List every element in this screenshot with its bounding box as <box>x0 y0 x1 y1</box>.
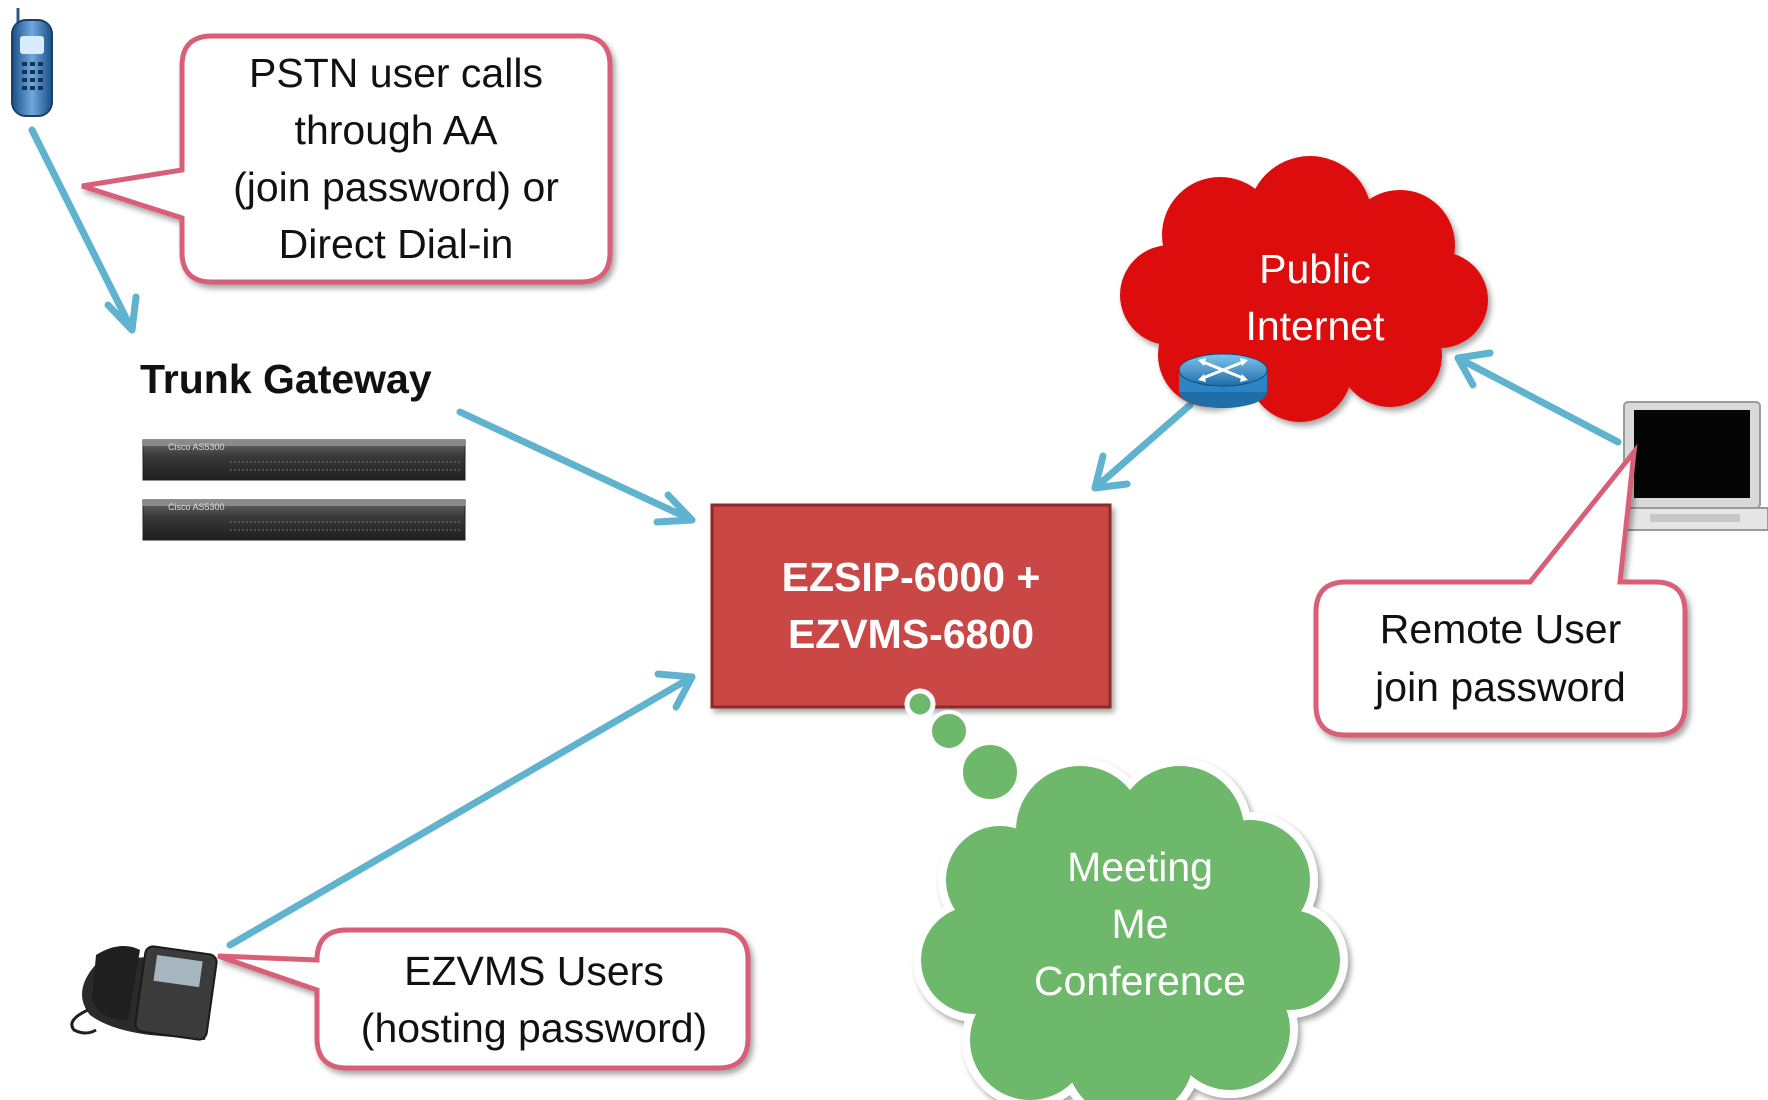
server-label-line-1: EZSIP-6000 + <box>781 554 1041 600</box>
mobile-phone-icon <box>11 8 53 117</box>
conference-label-line-2: Me <box>1111 901 1169 947</box>
arrow-pstn-to-gateway <box>28 126 136 334</box>
remote-user-callout-line-1: Remote User <box>1379 606 1622 652</box>
pstn-callout-line-1: PSTN user calls <box>249 50 543 96</box>
laptop-icon <box>1610 401 1768 531</box>
arrow-laptop-to-internet <box>1454 354 1622 446</box>
arrowhead-server-bottom <box>654 670 696 711</box>
pstn-callout-line-4: Direct Dial-in <box>278 221 514 267</box>
server-label-line-2: EZVMS-6800 <box>787 611 1035 657</box>
conference-label-line-3: Conference <box>1034 958 1246 1004</box>
gateway-brand-label-1: Cisco AS5300 <box>168 442 225 452</box>
conference-cloud <box>913 758 1348 1100</box>
arrowhead-server-left <box>653 491 696 526</box>
internet-cloud <box>1120 156 1488 422</box>
gateway-brand-label-2: Cisco AS5300 <box>168 502 225 512</box>
arrowhead-internet <box>1454 349 1494 389</box>
ezvms-users-callout-line-1: EZVMS Users <box>404 948 664 994</box>
rack-gateway-icon <box>142 439 466 541</box>
conference-label-line-1: Meeting <box>1067 844 1213 890</box>
connector-arrows <box>28 126 1622 949</box>
pstn-callout-bubble <box>81 33 613 285</box>
desk-phone-icon <box>70 945 218 1041</box>
trunk-gateway-label: Trunk Gateway <box>140 356 432 402</box>
internet-label-line-1: Public <box>1259 246 1371 292</box>
internet-label-line-2: Internet <box>1245 303 1385 349</box>
arrow-deskphone-to-server <box>226 673 696 949</box>
pstn-callout-line-3: (join password) or <box>233 164 559 210</box>
arrow-internet-to-server <box>1091 401 1194 492</box>
router-icon <box>1178 353 1268 408</box>
arrowhead-server-top <box>1091 452 1131 492</box>
thought-bubbles <box>904 688 1021 803</box>
ezvms-users-callout-bubble <box>217 927 751 1071</box>
remote-user-callout-bubble <box>1313 443 1688 738</box>
remote-user-callout-line-2: join password <box>1375 664 1626 710</box>
arrow-gateway-to-server <box>456 408 696 524</box>
arrowhead-gateway <box>104 293 140 334</box>
server-box <box>710 503 1112 709</box>
pstn-callout-line-2: through AA <box>294 107 498 153</box>
ezvms-users-callout-line-2: (hosting password) <box>360 1005 708 1051</box>
